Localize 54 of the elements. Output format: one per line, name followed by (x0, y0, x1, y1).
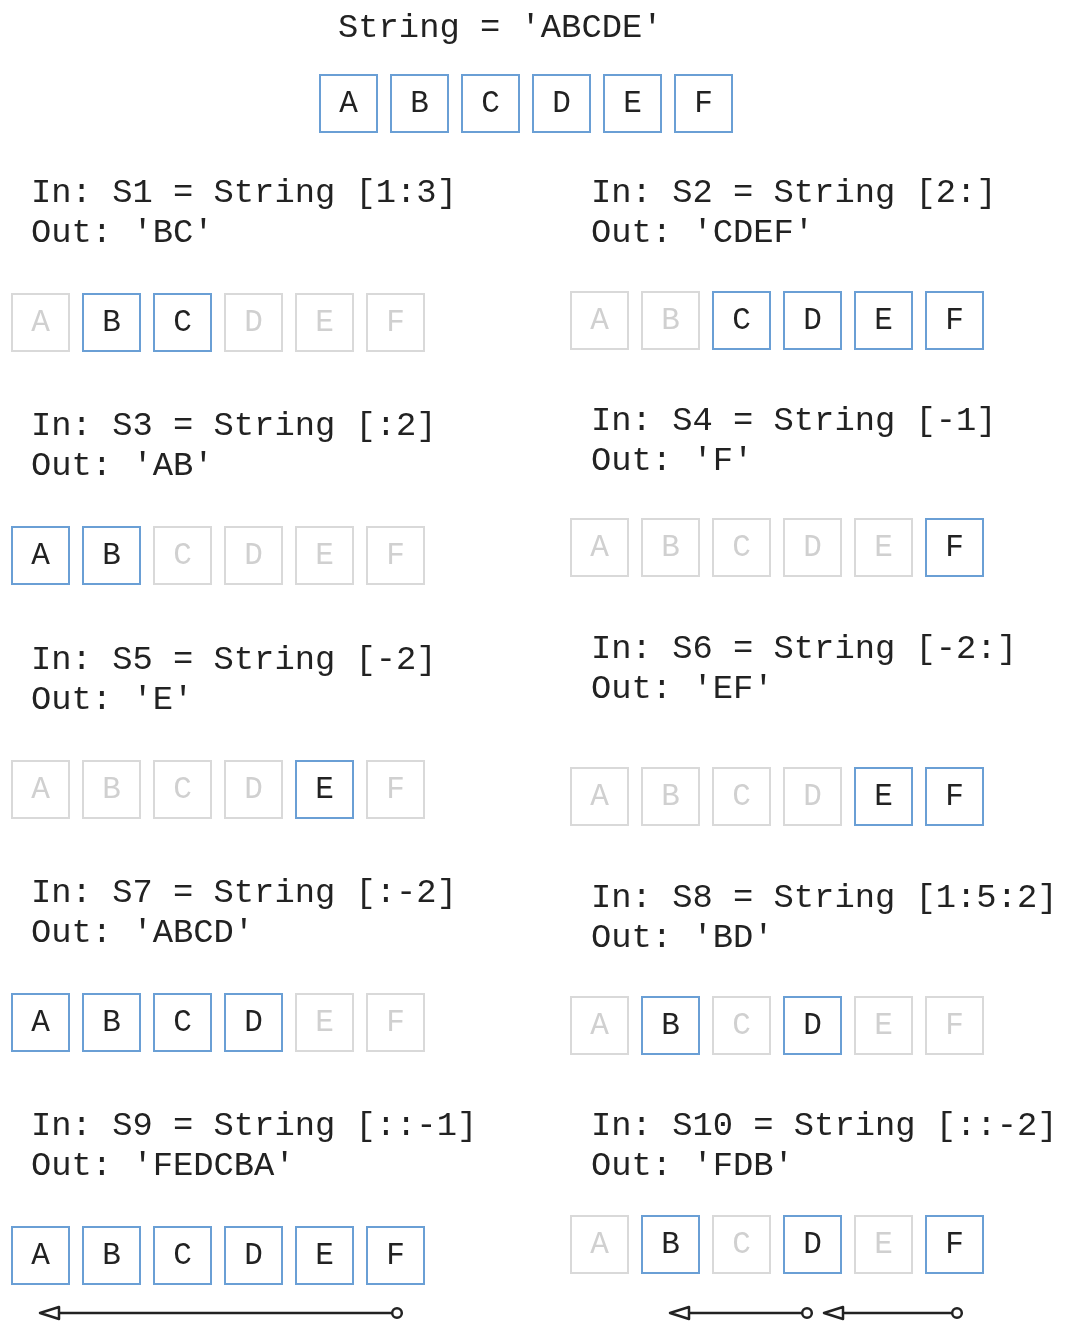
title: String = 'ABCDE' (338, 8, 663, 48)
selected-character-box: D (224, 993, 283, 1052)
selected-character-box: E (295, 1226, 354, 1285)
selected-character-box: F (925, 518, 984, 577)
selected-character-box: D (783, 291, 842, 350)
slice-expression: In: S1 = String [1:3] (31, 173, 457, 213)
selected-character-box: B (82, 993, 141, 1052)
output-value: Out: 'FEDCBA' (31, 1146, 295, 1186)
selected-character-box: B (390, 74, 449, 133)
slice-expression: In: S9 = String [::-1] (31, 1106, 478, 1146)
selected-character-box: A (11, 993, 70, 1052)
selected-character-box: E (295, 760, 354, 819)
selected-character-box: F (925, 1215, 984, 1274)
output-value: Out: 'F' (591, 441, 754, 481)
selected-character-box: A (319, 74, 378, 133)
selected-character-box: D (783, 1215, 842, 1274)
selected-character-box: D (532, 74, 591, 133)
selected-character-box: E (603, 74, 662, 133)
selected-character-box: C (712, 291, 771, 350)
selected-character-box: A (11, 1226, 70, 1285)
selected-character-box: F (674, 74, 733, 133)
output-value: Out: 'AB' (31, 446, 214, 486)
selected-character-box: B (82, 526, 141, 585)
slice-expression: In: S6 = String [-2:] (591, 629, 1017, 669)
selected-character-box: C (461, 74, 520, 133)
selected-character-box: B (641, 1215, 700, 1274)
output-value: Out: 'FDB' (591, 1146, 794, 1186)
output-value: Out: 'E' (31, 680, 194, 720)
slice-expression: In: S4 = String [-1] (591, 401, 997, 441)
selected-character-box: C (153, 293, 212, 352)
selected-character-box: B (641, 996, 700, 1055)
output-value: Out: 'BC' (31, 213, 214, 253)
selected-character-box: D (224, 1226, 283, 1285)
selected-character-box: D (783, 996, 842, 1055)
selected-character-box: C (153, 1226, 212, 1285)
selected-character-box: F (366, 1226, 425, 1285)
slice-expression: In: S3 = String [:2] (31, 406, 437, 446)
selected-character-box: C (153, 993, 212, 1052)
output-value: Out: 'EF' (591, 669, 774, 709)
slice-expression: In: S5 = String [-2] (31, 640, 437, 680)
output-value: Out: 'ABCD' (31, 913, 255, 953)
selected-character-box: E (854, 291, 913, 350)
slice-expression: In: S8 = String [1:5:2] (591, 878, 1058, 918)
slice-expression: In: S2 = String [2:] (591, 173, 997, 213)
selected-character-box: E (854, 767, 913, 826)
output-value: Out: 'BD' (591, 918, 774, 958)
selected-character-box: B (82, 1226, 141, 1285)
slice-expression: In: S10 = String [::-2] (591, 1106, 1058, 1146)
selected-character-box: F (925, 291, 984, 350)
selected-character-box: B (82, 293, 141, 352)
slice-expression: In: S7 = String [:-2] (31, 873, 457, 913)
output-value: Out: 'CDEF' (591, 213, 815, 253)
selected-character-box: A (11, 526, 70, 585)
selected-character-box: F (925, 767, 984, 826)
